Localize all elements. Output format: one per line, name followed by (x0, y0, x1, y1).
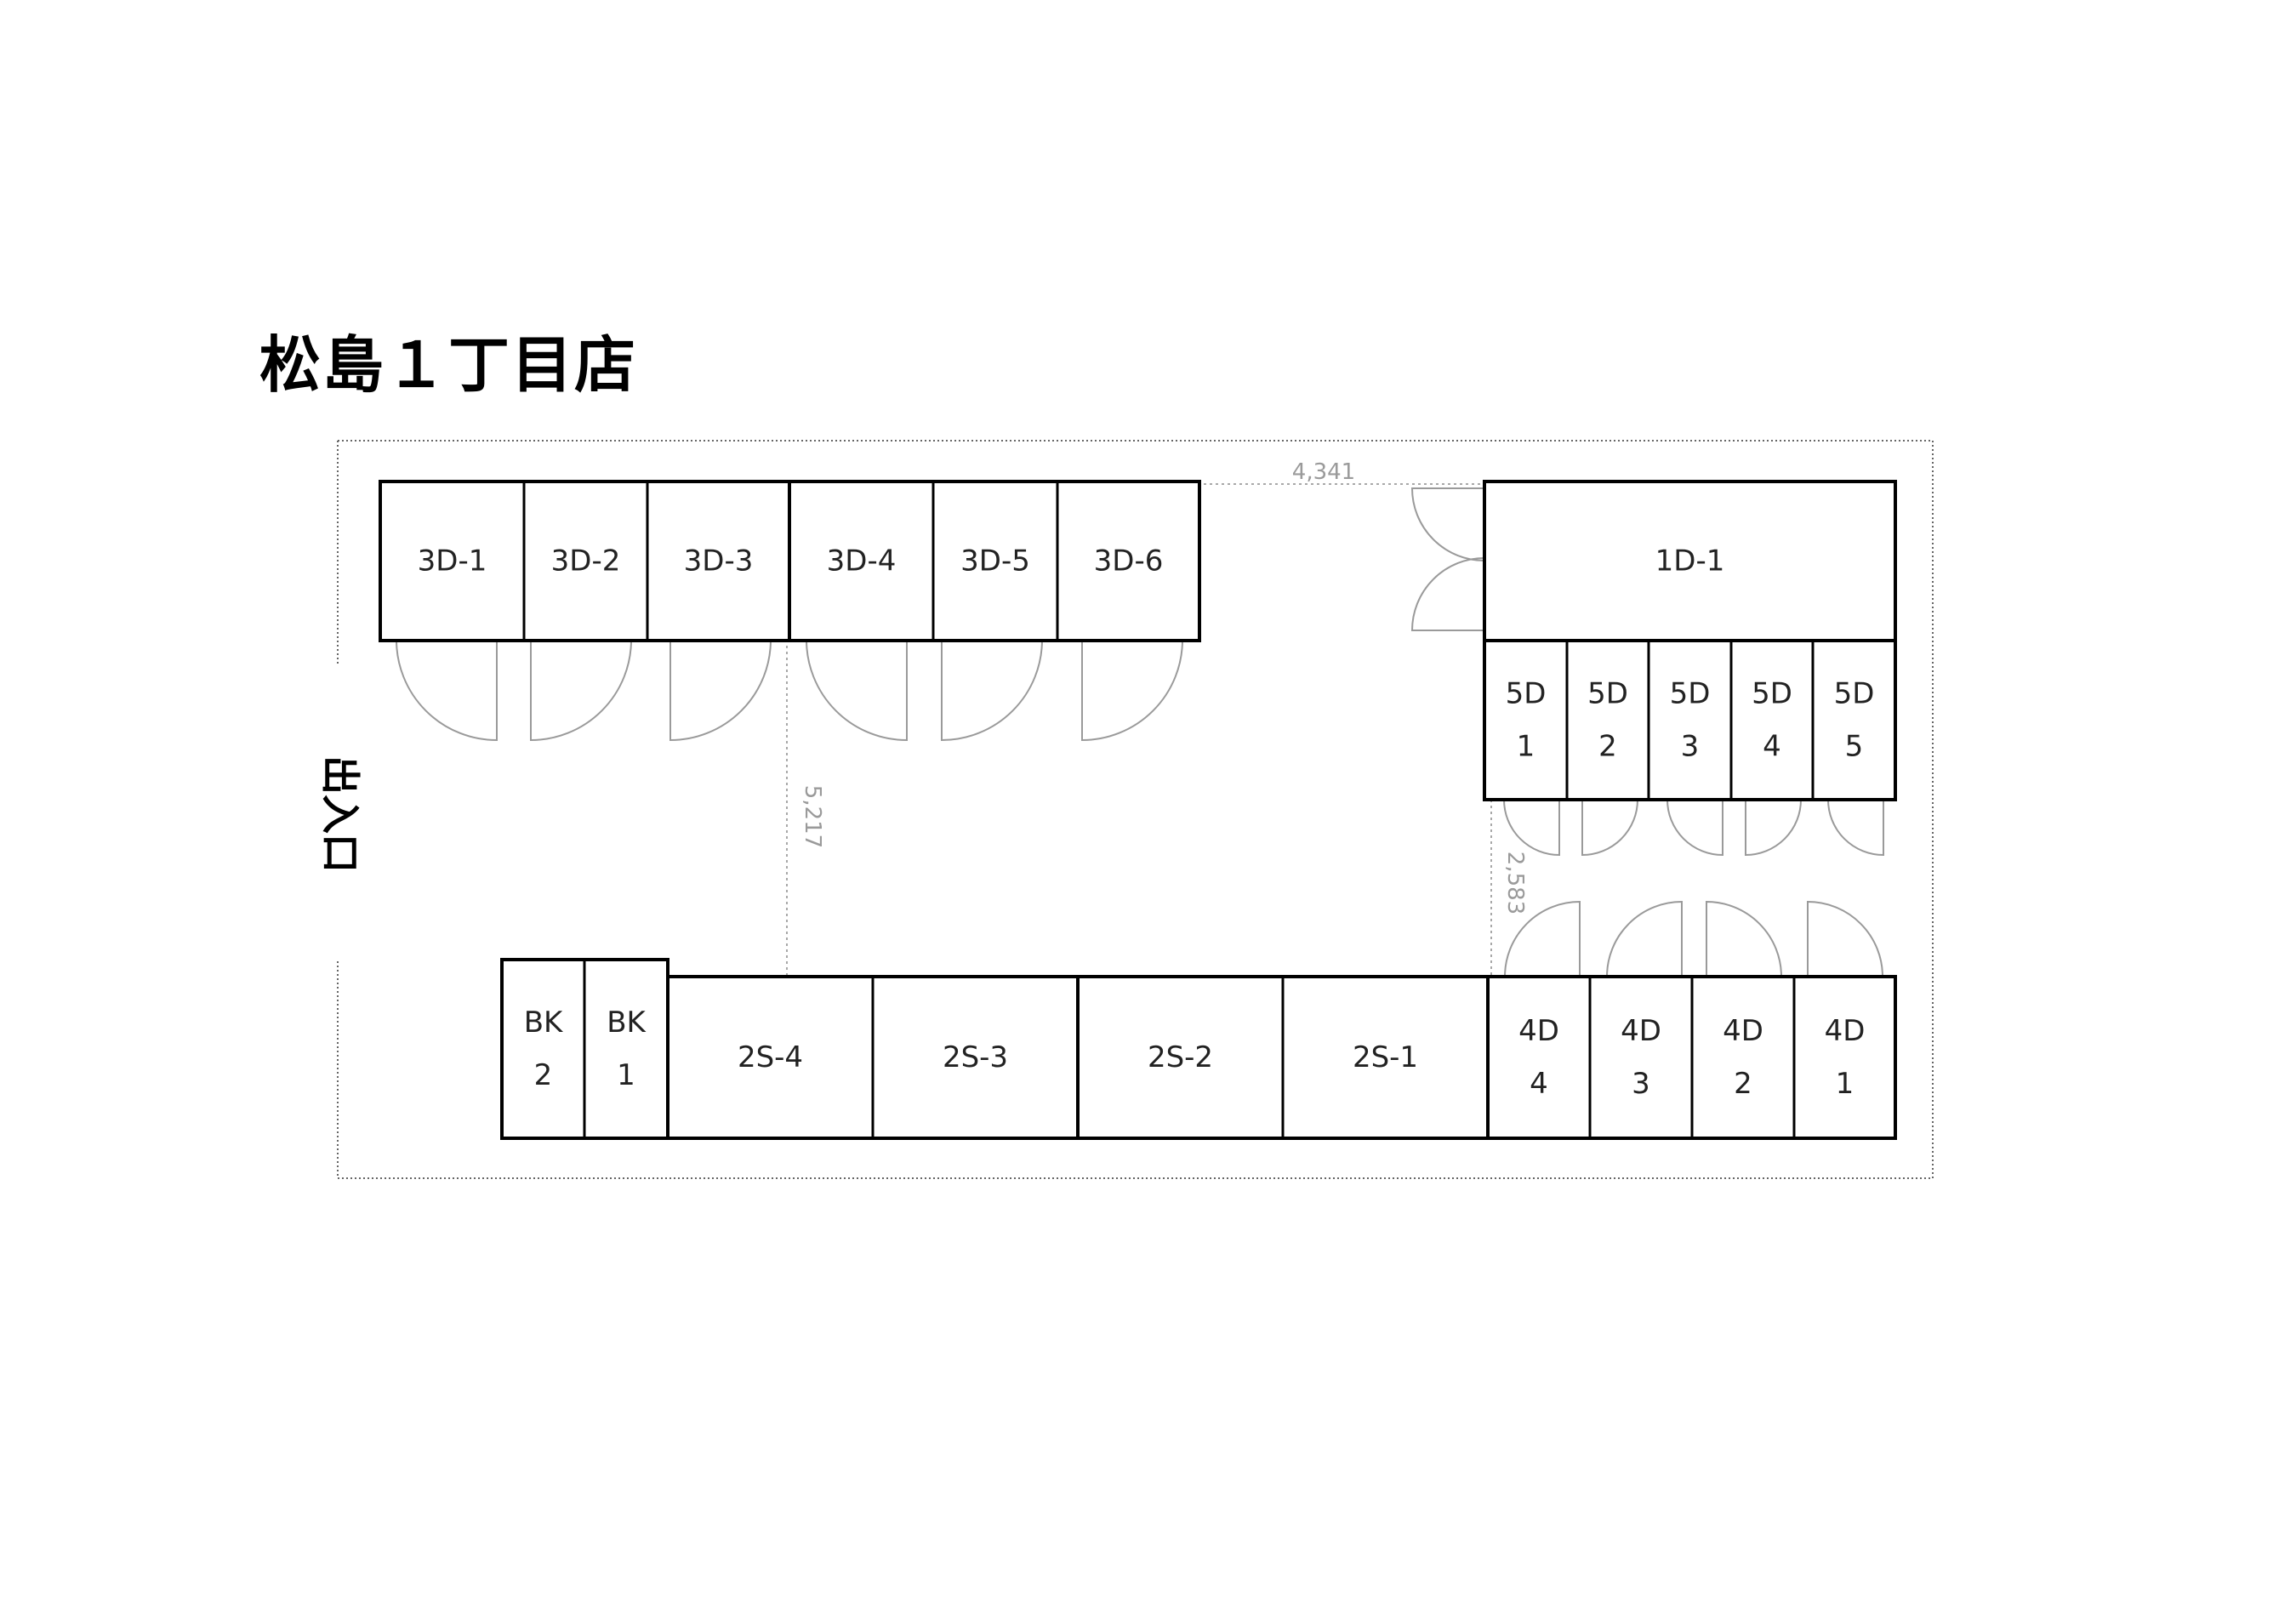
dimension-lines (786, 483, 1492, 977)
unit-5d-4-box[interactable] (1729, 639, 1815, 801)
page-title: 松島１丁目店 (259, 329, 638, 401)
unit-2s-2-label-1: 2S-2 (1148, 1040, 1213, 1074)
unit-5d-2[interactable]: 5D 2 (1565, 639, 1650, 801)
dimension-label-right-aisle: 2,583 (1502, 852, 1528, 915)
unit-2s-1-label-1: 2S-1 (1353, 1040, 1418, 1074)
unit-3d-5-label-1: 3D-5 (960, 544, 1030, 578)
unit-3d-1-label-1: 3D-1 (418, 544, 487, 578)
unit-2s-4-label-1: 2S-4 (738, 1040, 803, 1074)
unit-3d-5[interactable]: 3D-5 (932, 480, 1059, 642)
unit-4d-1-label-1: 4D (1825, 1014, 1866, 1048)
unit-4d-2-box[interactable] (1690, 975, 1796, 1140)
unit-4d-3-box[interactable] (1588, 975, 1694, 1140)
unit-3d-3-label-1: 3D-3 (684, 544, 754, 578)
unit-3d-1[interactable]: 3D-1 (379, 480, 526, 642)
unit-4d-1-label-2: 1 (1836, 1067, 1854, 1101)
unit-4d-3[interactable]: 4D 3 (1588, 975, 1694, 1140)
unit-3d-6-box[interactable] (1056, 480, 1201, 642)
unit-2s-3[interactable]: 2S-3 (871, 975, 1080, 1140)
unit-5d-5-box[interactable] (1811, 639, 1897, 801)
unit-5d-3-label-1: 5D (1670, 677, 1711, 711)
unit-bk-1-box[interactable] (583, 958, 669, 1140)
site-boundary (337, 440, 1934, 1179)
dimension-label-top: 4,341 (1292, 459, 1355, 485)
unit-2s-1[interactable]: 2S-1 (1281, 975, 1490, 1140)
dimension-label-left-aisle: 5,217 (800, 785, 825, 848)
unit-5d-4[interactable]: 5D 4 (1729, 639, 1815, 801)
unit-5d-4-label-2: 4 (1763, 730, 1781, 764)
unit-1d-1[interactable]: 1D-1 (1483, 480, 1897, 642)
unit-5d-4-label-1: 5D (1752, 677, 1792, 711)
unit-bk-2[interactable]: BK 2 (500, 958, 586, 1140)
unit-4d-4-label-1: 4D (1518, 1014, 1559, 1048)
unit-4d-1-box[interactable] (1792, 975, 1897, 1140)
unit-bk-1-label-2: 1 (617, 1058, 635, 1092)
entrance-label: 出入口 (317, 755, 363, 873)
unit-5d-1-label-1: 5D (1506, 677, 1547, 711)
unit-5d-5-label-1: 5D (1834, 677, 1875, 711)
unit-3d-2[interactable]: 3D-2 (522, 480, 649, 642)
unit-5d-3-label-2: 3 (1681, 730, 1700, 764)
unit-3d-4-label-1: 3D-4 (827, 544, 897, 578)
unit-5d-2-box[interactable] (1565, 639, 1650, 801)
door-swings (396, 487, 1884, 977)
unit-5d-1-box[interactable] (1483, 639, 1569, 801)
unit-bk-2-box[interactable] (500, 958, 586, 1140)
unit-5d-5[interactable]: 5D 5 (1811, 639, 1897, 801)
unit-2s-4[interactable]: 2S-4 (666, 975, 875, 1140)
unit-2s-1-box[interactable] (1281, 975, 1490, 1140)
unit-4d-2-label-1: 4D (1723, 1014, 1763, 1048)
unit-3d-2-label-1: 3D-2 (551, 544, 621, 578)
unit-group-outlines (379, 480, 1897, 1140)
unit-4d-2[interactable]: 4D 2 (1690, 975, 1796, 1140)
unit-bk-1[interactable]: BK 1 (583, 958, 669, 1140)
unit-5d-1[interactable]: 5D 1 (1483, 639, 1569, 801)
unit-4d-3-label-2: 3 (1632, 1067, 1650, 1101)
unit-5d-5-label-2: 5 (1845, 730, 1864, 764)
unit-4d-3-label-1: 4D (1621, 1014, 1661, 1048)
unit-5d-1-label-2: 1 (1517, 730, 1535, 764)
unit-1d-1-label-1: 1D-1 (1655, 544, 1725, 578)
unit-2s-2[interactable]: 2S-2 (1076, 975, 1285, 1140)
unit-4d-4-label-2: 4 (1530, 1067, 1548, 1101)
unit-bk-2-label-1: BK (524, 1006, 564, 1040)
unit-5d-3[interactable]: 5D 3 (1647, 639, 1733, 801)
unit-2s-2-box[interactable] (1076, 975, 1285, 1140)
unit-5d-2-label-2: 2 (1598, 730, 1617, 764)
unit-3d-4[interactable]: 3D-4 (788, 480, 935, 642)
unit-4d-2-label-2: 2 (1734, 1067, 1752, 1101)
unit-2s-3-label-1: 2S-3 (943, 1040, 1008, 1074)
unit-3d-6-label-1: 3D-6 (1094, 544, 1164, 578)
unit-4d-1[interactable]: 4D 1 (1792, 975, 1897, 1140)
unit-3d-3[interactable]: 3D-3 (646, 480, 791, 642)
unit-bk-2-label-2: 2 (534, 1058, 553, 1092)
unit-5d-2-label-1: 5D (1587, 677, 1628, 711)
storage-units: 3D-1 3D-2 3D-3 3D-4 3D-5 3D-6 1D-1 5D 1 5D 2 5D 3 5D 4… (379, 480, 1897, 1140)
unit-3d-5-box[interactable] (932, 480, 1059, 642)
unit-4d-4[interactable]: 4D 4 (1486, 975, 1592, 1140)
unit-5d-3-box[interactable] (1647, 639, 1733, 801)
unit-4d-4-box[interactable] (1486, 975, 1592, 1140)
unit-bk-1-label-1: BK (607, 1006, 647, 1040)
unit-3d-6[interactable]: 3D-6 (1056, 480, 1201, 642)
unit-3d-4-box[interactable] (788, 480, 935, 642)
